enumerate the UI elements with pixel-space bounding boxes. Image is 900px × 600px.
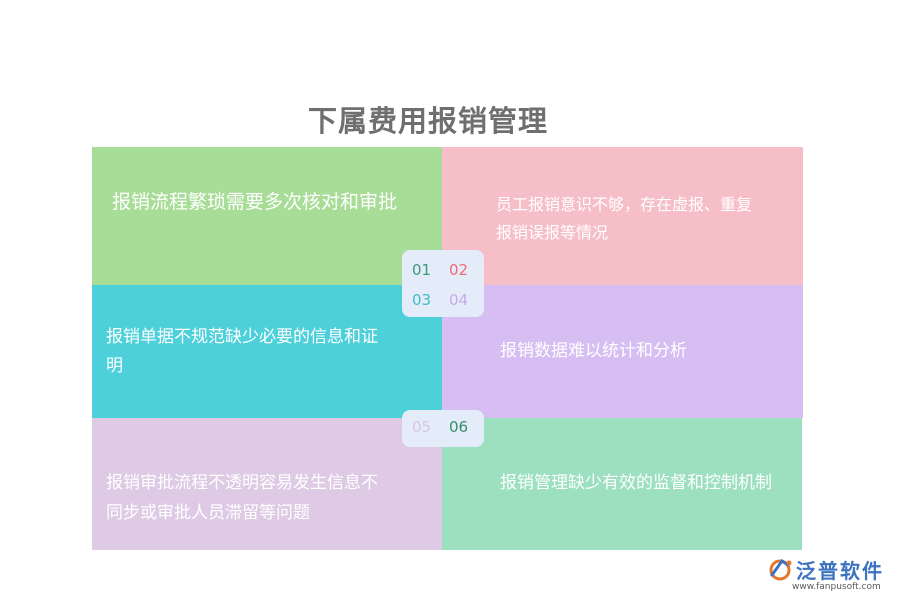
problem-text-2: 员工报销意识不够，存在虚报、重复报销误报等情况 — [496, 195, 753, 242]
problem-text-3: 报销单据不规范缺少必要的信息和证明 — [106, 326, 378, 376]
brand-url: www.fanpusoft.com — [792, 582, 881, 592]
problem-text-5: 报销审批流程不透明容易发生信息不同步或审批人员滞留等问题 — [106, 473, 378, 523]
number-label-06: 06 — [449, 418, 469, 436]
brand-name: 泛普软件 — [796, 559, 884, 583]
brand-logo: 泛普软件 www.fanpusoft.com — [766, 555, 894, 597]
number-label-03: 03 — [412, 291, 432, 309]
number-label-02: 02 — [449, 261, 469, 279]
number-label-04: 04 — [449, 291, 469, 309]
fanpu-logo-icon — [769, 558, 792, 581]
problem-text-1: 报销流程繁琐需要多次核对和审批 — [112, 191, 398, 213]
page-title: 下属费用报销管理 — [307, 104, 548, 138]
problem-cell-3: 报销单据不规范缺少必要的信息和证明 — [92, 285, 442, 418]
number-badge-bottom: 05 06 — [402, 410, 484, 447]
number-badge-top: 01 02 03 04 — [402, 250, 484, 317]
problem-text-6: 报销管理缺少有效的监督和控制机制 — [500, 473, 772, 494]
problem-cell-5: 报销审批流程不透明容易发生信息不同步或审批人员滞留等问题 — [92, 418, 442, 550]
number-label-05: 05 — [412, 418, 432, 436]
problem-cell-6: 报销管理缺少有效的监督和控制机制 — [442, 418, 802, 550]
number-label-01: 01 — [412, 261, 432, 279]
problem-cell-2: 员工报销意识不够，存在虚报、重复报销误报等情况 — [442, 147, 803, 285]
problem-text-4: 报销数据难以统计和分析 — [500, 340, 687, 361]
problem-cell-1: 报销流程繁琐需要多次核对和审批 — [92, 147, 442, 285]
problem-cell-4: 报销数据难以统计和分析 — [442, 285, 803, 418]
